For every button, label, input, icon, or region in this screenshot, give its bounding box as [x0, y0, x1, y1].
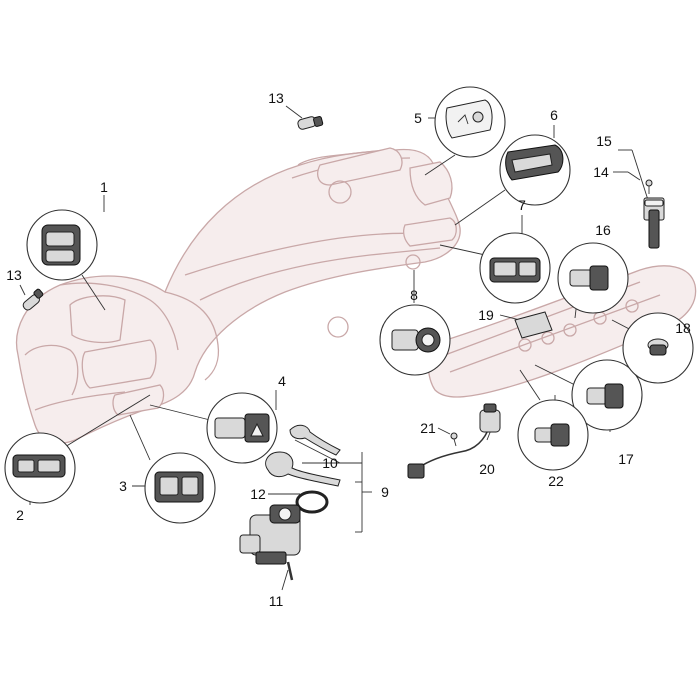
- callout-9: 9: [381, 484, 389, 500]
- part-13-bulb-top: [297, 116, 324, 130]
- callout-22: 22: [548, 473, 564, 489]
- part-13-bulb-left: [22, 288, 44, 311]
- part-1-switch: [26, 209, 98, 281]
- callout-6: 6: [550, 107, 558, 123]
- callout-10: 10: [322, 455, 338, 471]
- part-6-switch: [499, 134, 571, 206]
- callout-21: 21: [420, 420, 436, 436]
- callout-11: 11: [269, 593, 284, 609]
- callout-17: 17: [618, 451, 634, 467]
- part-9-ignition-lock: [239, 504, 301, 565]
- part-14-15-switch-bracket: [643, 179, 665, 249]
- part-18-cap: [622, 312, 694, 384]
- callout-labels: 1 2 3 4 5 6 7 8 9 10 11 12 13 13 14 15 1…: [6, 90, 691, 609]
- part-5-cover: [434, 86, 506, 158]
- callout-13-left: 13: [6, 267, 22, 283]
- callout-12: 12: [250, 486, 266, 502]
- part-19-pad: [514, 311, 553, 339]
- callout-2: 2: [16, 507, 24, 523]
- part-4-hazard-switch: [206, 392, 278, 464]
- callout-4: 4: [278, 373, 286, 389]
- part-21-screw: [450, 432, 458, 447]
- callout-19: 19: [478, 307, 494, 323]
- part-2-switch: [4, 432, 76, 504]
- callout-14: 14: [593, 164, 609, 180]
- part-12-ring: [295, 490, 329, 514]
- callout-15: 15: [596, 133, 612, 149]
- callout-3: 3: [119, 478, 127, 494]
- callout-8: 8: [410, 287, 418, 303]
- part-11-screw: [286, 561, 294, 581]
- callout-13-top: 13: [268, 90, 284, 106]
- part-10-key: [265, 424, 341, 487]
- callout-5: 5: [414, 110, 422, 126]
- part-8-socket: [379, 304, 451, 376]
- part-20-wiring: [407, 403, 501, 479]
- callout-18: 18: [675, 320, 691, 336]
- part-22-switch: [517, 399, 589, 471]
- callout-20: 20: [479, 461, 495, 477]
- part-3-switch: [144, 452, 216, 524]
- callout-7: 7: [518, 197, 526, 213]
- callout-16: 16: [595, 222, 611, 238]
- callout-1: 1: [100, 179, 108, 195]
- part-17-switch: [571, 359, 643, 431]
- part-7-switch: [479, 232, 551, 304]
- part-16-switch: [557, 242, 629, 314]
- dashboard-body: [16, 147, 461, 444]
